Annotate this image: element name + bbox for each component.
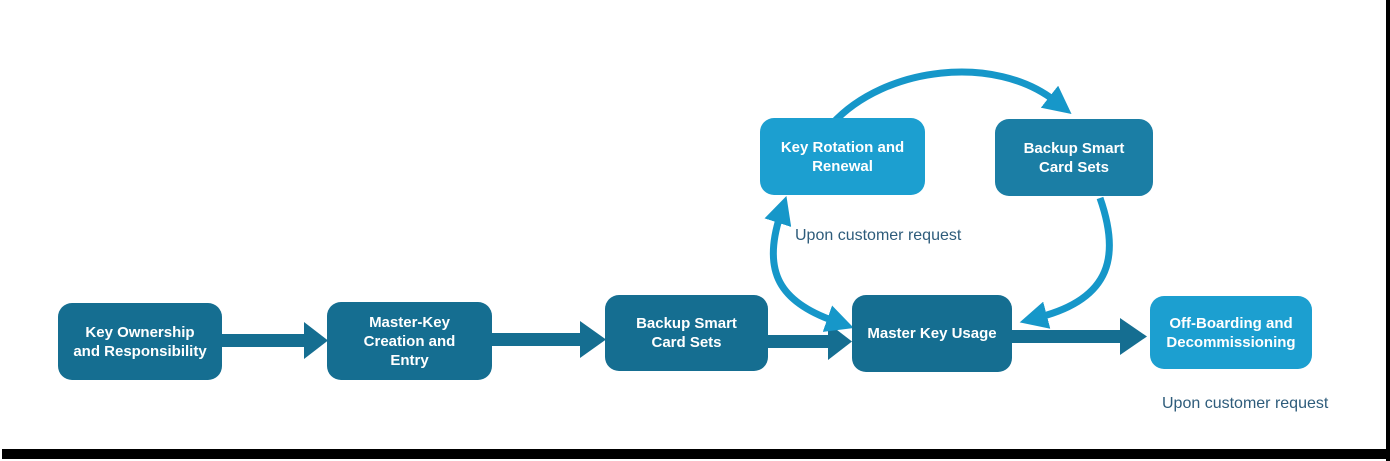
box-label: Key Rotation and Renewal xyxy=(780,138,905,175)
frame-right-line xyxy=(1386,0,1390,461)
flow-step-key-ownership: Key Ownership and Responsibility xyxy=(58,303,222,380)
flow-step-off-boarding: Off-Boarding and Decommissioning xyxy=(1150,296,1312,369)
cycle-arrow-left xyxy=(764,196,854,332)
flow-step-master-key-creation: Master-Key Creation and Entry xyxy=(327,302,492,380)
cycle-arrow-top xyxy=(829,68,1072,127)
flow-step-master-key-usage: Master Key Usage xyxy=(852,295,1012,372)
cycle-step-backup-smart-card-sets: Backup Smart Card Sets xyxy=(995,119,1153,196)
cycle-arrow-right xyxy=(1019,196,1113,329)
box-label: Backup Smart Card Sets xyxy=(636,315,737,351)
flow-arrow-2 xyxy=(492,321,606,358)
box-label: Master-Key Creation and Entry xyxy=(363,313,456,369)
cycle-step-key-rotation: Key Rotation and Renewal xyxy=(760,118,925,195)
flow-arrow-4 xyxy=(1012,318,1147,355)
box-label: Backup Smart Card Sets xyxy=(1023,139,1125,176)
flow-arrow-3 xyxy=(768,323,852,360)
flow-step-backup-smart-card-sets: Backup Smart Card Sets xyxy=(605,295,768,371)
flow-arrow-1 xyxy=(222,322,328,359)
cycle-note: Upon customer request xyxy=(795,227,962,244)
frame-bottom-line xyxy=(2,449,1390,459)
offboarding-note: Upon customer request xyxy=(1162,395,1329,412)
box-label: Key Ownership and Responsibility xyxy=(73,323,207,360)
box-label: Master Key Usage xyxy=(867,325,997,342)
box-label: Off-Boarding and Decommissioning xyxy=(1166,314,1296,351)
